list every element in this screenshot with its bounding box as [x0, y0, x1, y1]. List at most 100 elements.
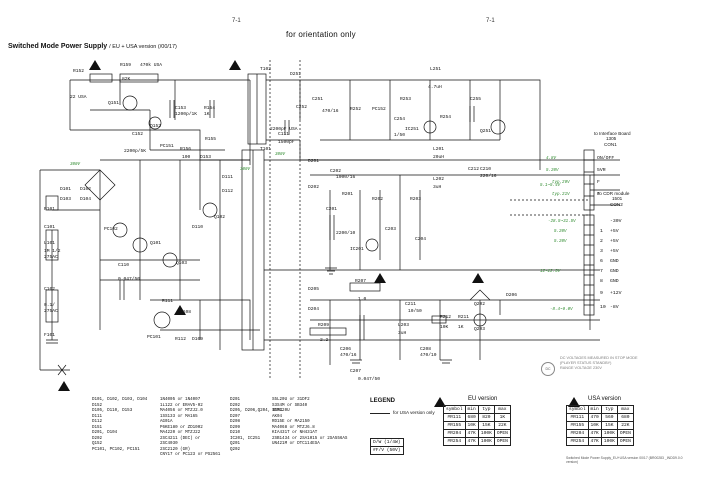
label-r211-value: 1K — [458, 324, 464, 330]
eu-cell: 100K — [477, 437, 495, 446]
label-d103: D103 — [60, 196, 71, 202]
label-r155: R155 — [205, 136, 216, 142]
part-ref-7: D201, D104 — [92, 431, 118, 435]
con2-volt-pin1: 5.20V — [554, 230, 567, 234]
eu-cell: 820 — [477, 413, 495, 422]
interface-board-text: to Interface Board — [594, 131, 631, 136]
part-val-6: P6KE180 or ZD1002 — [160, 425, 203, 430]
label-l201: L201 — [433, 146, 444, 152]
eu-cell: 680 — [464, 413, 479, 422]
legend-usa-row: for USA version only — [370, 410, 435, 415]
label-q251: Q251 — [480, 128, 491, 134]
label-c207: C207 — [350, 368, 361, 374]
label-d104: D104 — [80, 196, 91, 202]
label-c152-value: 2200p/5K — [124, 148, 146, 154]
label-d110: D110 — [192, 224, 203, 230]
parts-list-left-values: 1N4005 or 1N4007 1L122 or ERAV5-02 MA405… — [160, 398, 220, 459]
part-ref-r5: D208 — [230, 420, 241, 424]
part-ref-r10: Q202 — [230, 447, 241, 452]
label-r156-value: 100 — [182, 154, 191, 160]
label-d102: D102 — [80, 186, 91, 192]
usa-table-header: symbol min typ max — [566, 405, 634, 414]
part-val-3: MA4056 or MTZJ2.0 — [160, 409, 203, 413]
usa-cell: 100K — [600, 429, 618, 438]
part-val-r9: 2SB1434 or 2SA1015 or 2SA556AS — [272, 436, 348, 441]
label-t102: T102 — [260, 66, 271, 72]
part-val-r1: S5L20U or 31DF2 — [272, 398, 310, 402]
label-c101-rating: 275AC — [44, 254, 58, 260]
part-ref-8: D202 — [92, 436, 103, 441]
label-pc102: PC102 — [104, 226, 118, 232]
label-c202-value: 1000/16 — [336, 174, 356, 180]
usa-header-symbol: symbol — [566, 405, 589, 414]
label-c208-value: 470/10 — [420, 352, 437, 358]
label-r159: R159 — [120, 62, 131, 68]
part-ref-3: D105, D110, D153 — [92, 409, 133, 413]
title-main: Switched Mode Power Supply — [8, 43, 108, 50]
con1-pin-onoff: ON/OFF — [597, 155, 614, 161]
part-ref-r1: D201 — [230, 398, 241, 402]
label-d108: D108 — [180, 309, 191, 315]
label-l251-value: 4.7uH — [428, 84, 442, 90]
usa-cell: 560 — [600, 413, 618, 422]
label-d153: D153 — [200, 154, 211, 160]
part-val-11: CNY17 or PC123 or PS2561 — [160, 453, 221, 457]
page-title: Switched Mode Power Supply / EU + USA ve… — [8, 43, 177, 50]
con1-pin-f1: F — [597, 179, 600, 185]
label-q151: Q151 — [108, 100, 119, 106]
label-r212: R212 — [440, 314, 451, 320]
usa-cell: #R111 — [566, 413, 589, 422]
label-r201: R201 — [342, 191, 353, 197]
label-c203: C203 — [385, 226, 396, 232]
eu-extra-1: D/W (1/4W) — [370, 438, 404, 447]
dc-note-line-2: (PLAYER STATUS STANDBY) — [560, 361, 612, 365]
label-r112: R112 — [175, 336, 186, 342]
label-c101: C101 — [44, 224, 55, 230]
eu-header-max: max — [493, 405, 511, 414]
label-c254-value: 1/50 — [394, 132, 405, 138]
label-l203-value: 3uH — [398, 330, 407, 336]
part-val-1: 1N4005 or 1N4007 — [160, 398, 201, 402]
label-r209-value: 2.2 — [320, 337, 329, 343]
part-val-8: 2SC4211 (DEC) or — [160, 436, 201, 441]
label-c251-value: 470/16 — [322, 108, 339, 114]
label-c204: C204 — [415, 236, 426, 242]
part-val-r2: S3S4M or SB340 — [272, 403, 308, 408]
label-r252: R252 — [350, 106, 361, 112]
eu-cell: 1K — [493, 413, 511, 422]
legend-usa-line — [370, 413, 390, 414]
label-q102: Q102 — [214, 214, 225, 220]
con2-pin2: +5V — [610, 238, 619, 244]
label-q152: Q152 — [150, 123, 161, 129]
eu-table-title: EU version — [468, 396, 498, 402]
interface-board-label: to Interface Board 1305 CON1 — [594, 131, 631, 147]
label-c211: C211 — [405, 301, 416, 307]
eu-cell: 22K — [493, 421, 511, 430]
eu-cell: 100K — [477, 429, 495, 438]
volt-5-1: 5.1~5.4V — [540, 184, 561, 188]
label-c255: C255 — [470, 96, 481, 102]
label-ic201: IC201 — [350, 246, 364, 252]
usa-cell: 47K — [587, 437, 602, 446]
label-r111: R111 — [162, 298, 173, 304]
table-row: D/W (1/4W) — [370, 438, 404, 447]
legend-title: LEGEND — [370, 398, 396, 404]
usa-cell: OPEN — [616, 437, 634, 446]
parts-list-right-refs: D201 D202 D205, D206,Q204, D251 D207 D20… — [230, 398, 283, 453]
part-ref-r9: Q201 — [230, 442, 241, 446]
con2-num-7: 7 — [600, 268, 603, 274]
part-val-r4: AK04 — [272, 414, 283, 419]
con2-pin9: +12V — [610, 290, 622, 296]
label-r152-value: 22 USA — [70, 94, 87, 100]
con1-pin-5vr: 5VR — [597, 167, 606, 173]
part-ref-2: D152 — [92, 403, 103, 408]
label-d109: D109 — [192, 336, 203, 342]
label-c210-value: 220/16 — [480, 173, 497, 179]
usa-cell: 680 — [616, 413, 634, 422]
label-l201-value: 20uH — [433, 154, 444, 160]
usa-header-typ: typ — [600, 405, 618, 414]
con2-num-3: 3 — [600, 248, 603, 254]
